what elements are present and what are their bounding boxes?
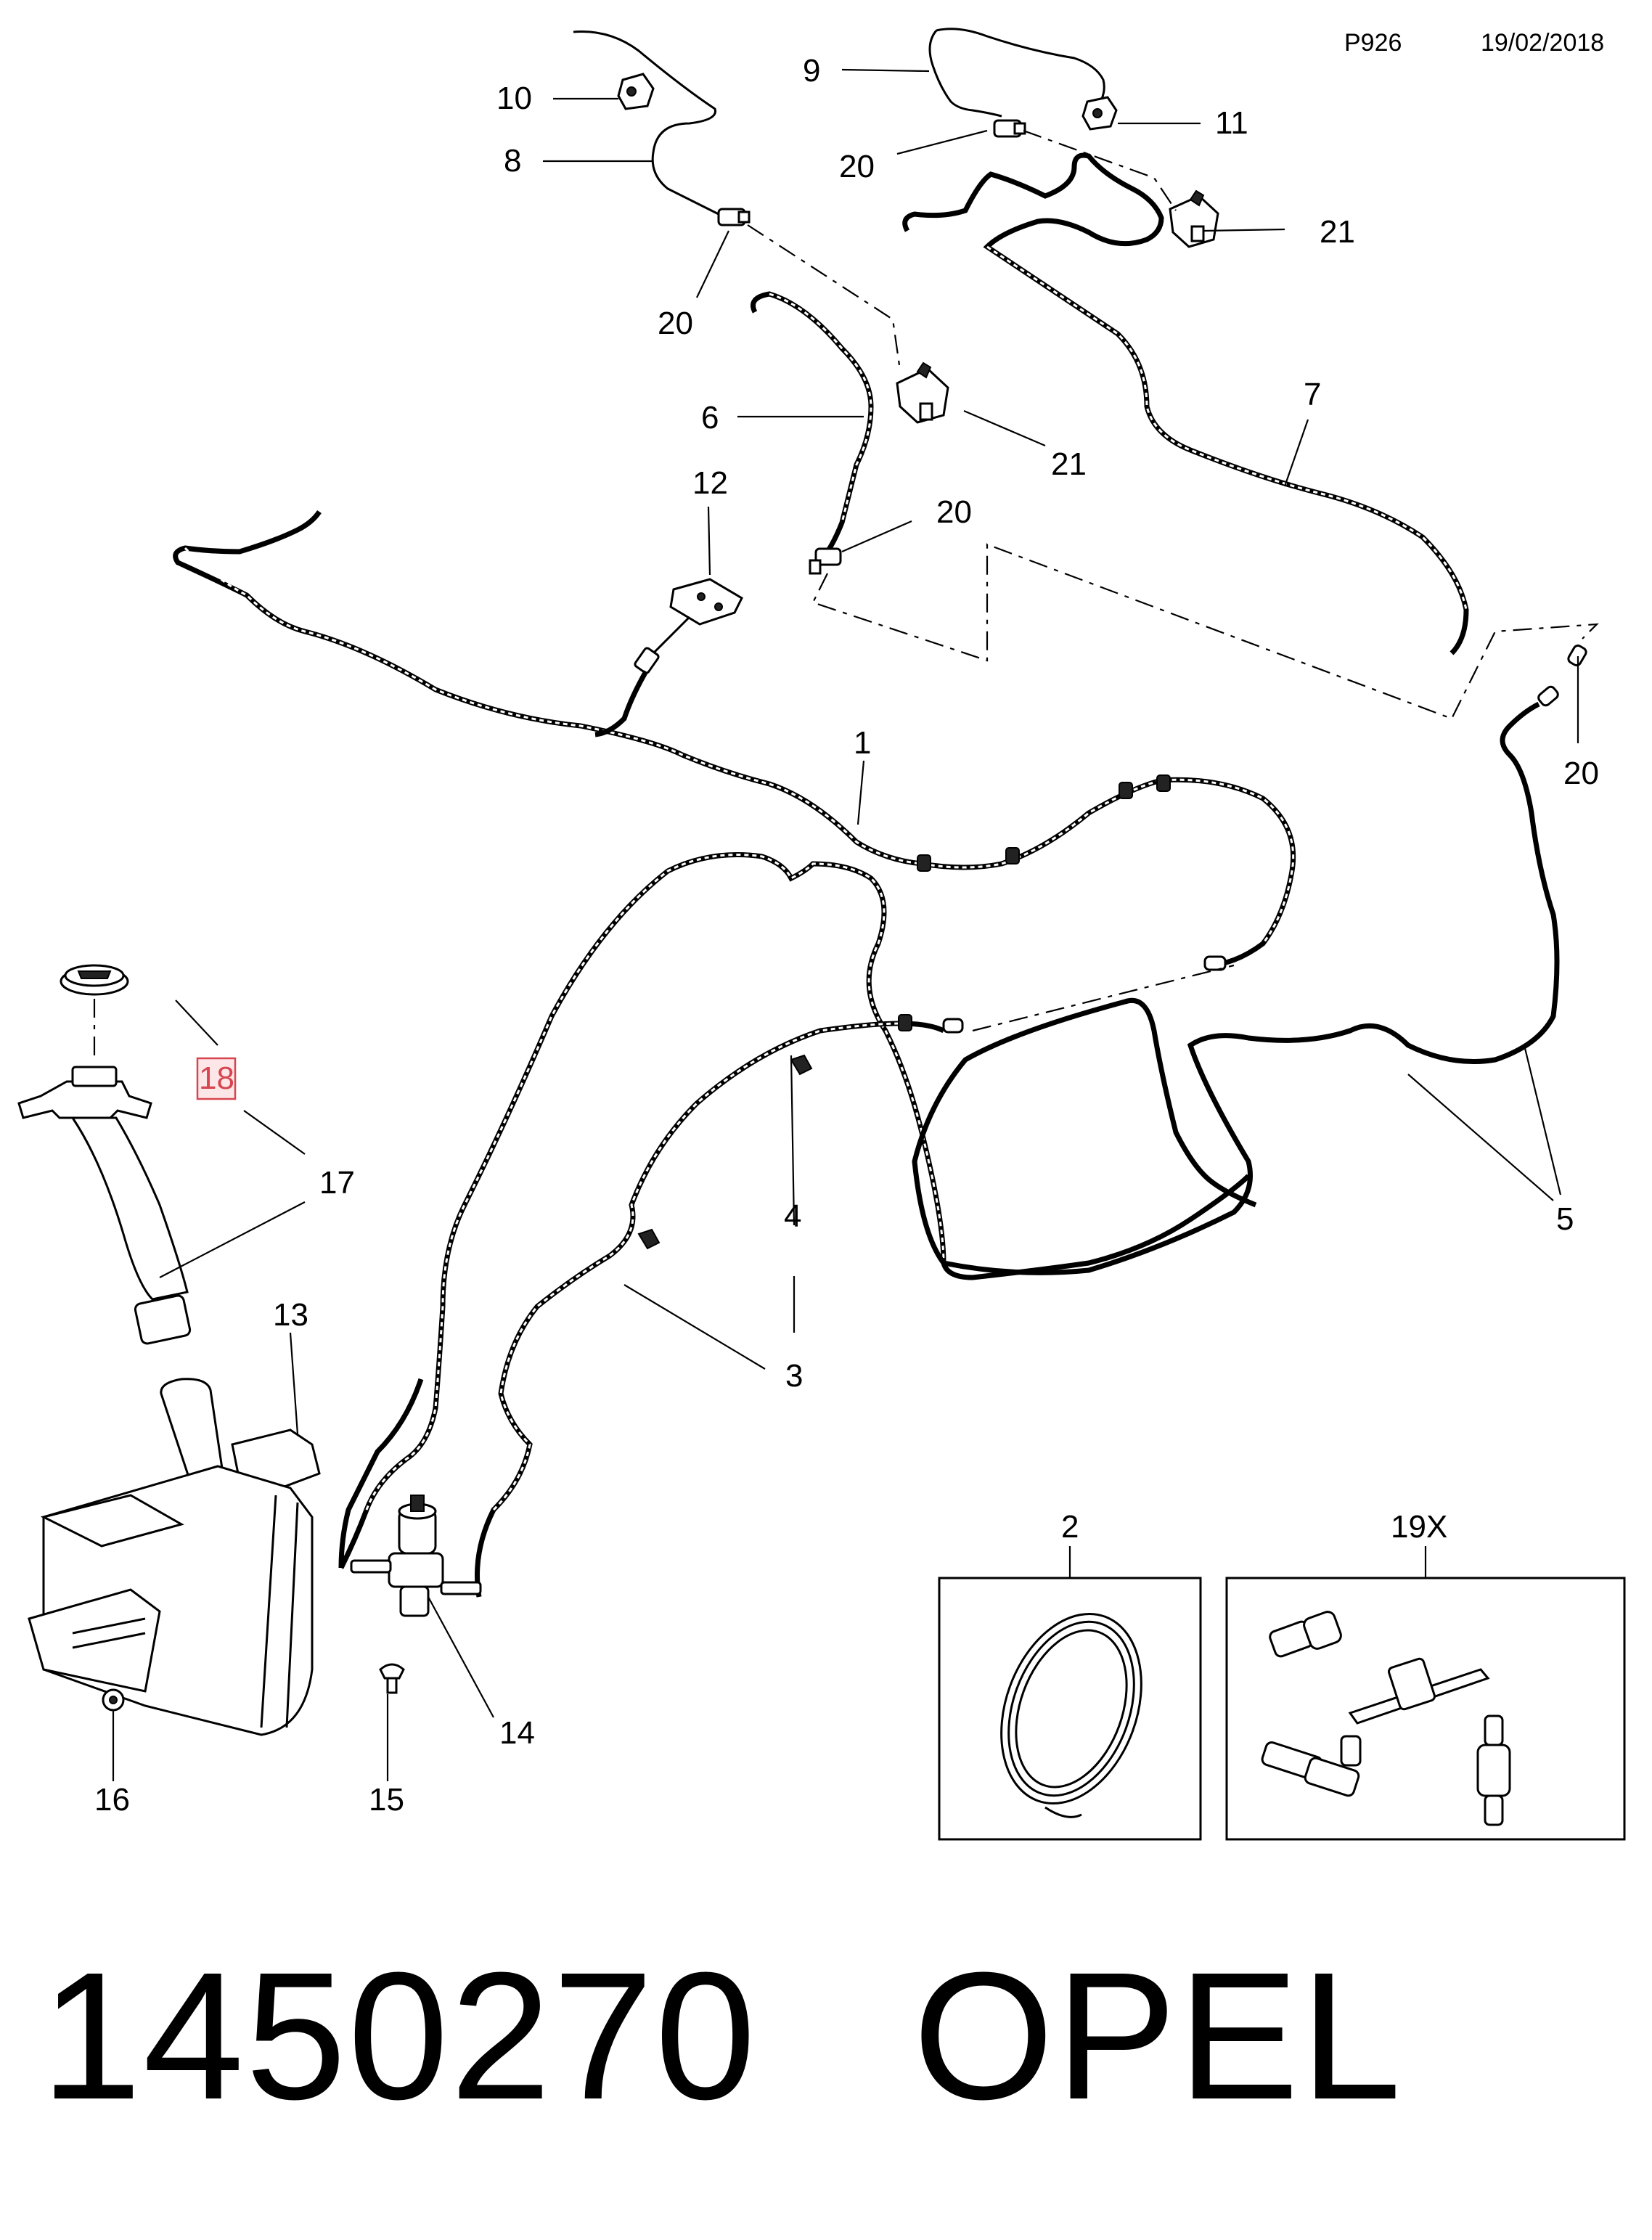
connector-straight-a (1269, 1611, 1342, 1658)
nut-16[interactable] (102, 1688, 125, 1712)
callout-labels: 10 8 9 11 20 21 20 7 6 21 12 20 20 1 18 … (94, 53, 1599, 1818)
leader-lines (112, 68, 1579, 1781)
clip-4[interactable] (637, 1054, 813, 1250)
hose-3[interactable] (338, 852, 1251, 1598)
callout-4: 4 (784, 1198, 801, 1234)
hose-8[interactable] (573, 30, 719, 216)
callout-18: 18 (199, 1060, 234, 1096)
page-date: 19/02/2018 (1481, 29, 1605, 57)
clip-bar (1348, 1657, 1490, 1725)
hose-5[interactable] (912, 701, 1560, 1275)
callout-10: 10 (496, 81, 532, 116)
callout-20-b: 20 (658, 306, 693, 341)
connector-20-b[interactable] (993, 119, 1026, 138)
callout-16: 16 (94, 1782, 130, 1818)
part-number-banner: 1450270 OPEL (41, 1945, 1403, 2127)
hose-9[interactable] (928, 28, 1105, 118)
callout-11: 11 (1215, 105, 1248, 141)
callout-12: 12 (692, 465, 728, 501)
hose-to-pump[interactable] (338, 1378, 424, 1569)
kit-box-2[interactable] (938, 1577, 1202, 1841)
callout-21-a: 21 (1320, 214, 1355, 250)
pump-21-a[interactable] (1169, 189, 1219, 248)
callout-6: 6 (701, 400, 719, 436)
bracket-12[interactable] (634, 578, 743, 674)
callout-2: 2 (1061, 1509, 1079, 1545)
callout-8: 8 (504, 143, 521, 179)
callout-13: 13 (273, 1297, 308, 1333)
pump-21-b[interactable] (896, 361, 949, 424)
connector-20-a[interactable] (717, 208, 751, 226)
cap-18[interactable] (60, 964, 129, 996)
brand-name: OPEL (912, 1934, 1403, 2137)
nozzle-10[interactable] (617, 73, 655, 110)
callout-18-highlight (196, 1057, 237, 1100)
callout-1: 1 (854, 725, 871, 761)
callout-19x: 19X (1391, 1509, 1447, 1545)
callout-9: 9 (803, 53, 820, 89)
callout-5: 5 (1556, 1201, 1574, 1237)
callout-20-a: 20 (839, 149, 875, 184)
page-code: P926 (1344, 29, 1402, 57)
connector-20-c[interactable] (809, 547, 842, 575)
connector-straight-b (1476, 1714, 1511, 1826)
callout-20-c: 20 (936, 494, 972, 530)
callout-17: 17 (319, 1165, 355, 1201)
hose-1[interactable] (173, 510, 1296, 968)
reservoir-13[interactable] (28, 1378, 321, 1736)
guide-lines (93, 129, 1599, 1060)
clips-on-hose-1 (917, 774, 1227, 971)
callout-14: 14 (499, 1715, 535, 1751)
grommet-15[interactable] (379, 1663, 405, 1694)
nozzle-11[interactable] (1081, 96, 1118, 131)
pump-14[interactable] (350, 1495, 482, 1617)
callout-3: 3 (785, 1358, 803, 1394)
connector-on-hose-3 (898, 1014, 964, 1034)
callout-15: 15 (369, 1782, 404, 1818)
connector-tee (1261, 1735, 1362, 1797)
callout-21-b: 21 (1051, 446, 1087, 482)
hose-7[interactable] (902, 152, 1469, 655)
part-number: 1450270 (41, 1934, 758, 2137)
hose-6[interactable] (751, 291, 874, 553)
connector-20-d[interactable] (1537, 644, 1587, 707)
callout-7: 7 (1304, 377, 1321, 412)
callout-20-d: 20 (1563, 756, 1599, 791)
kit-box-19x[interactable] (1225, 1577, 1626, 1841)
filler-neck-17[interactable] (17, 1066, 192, 1345)
